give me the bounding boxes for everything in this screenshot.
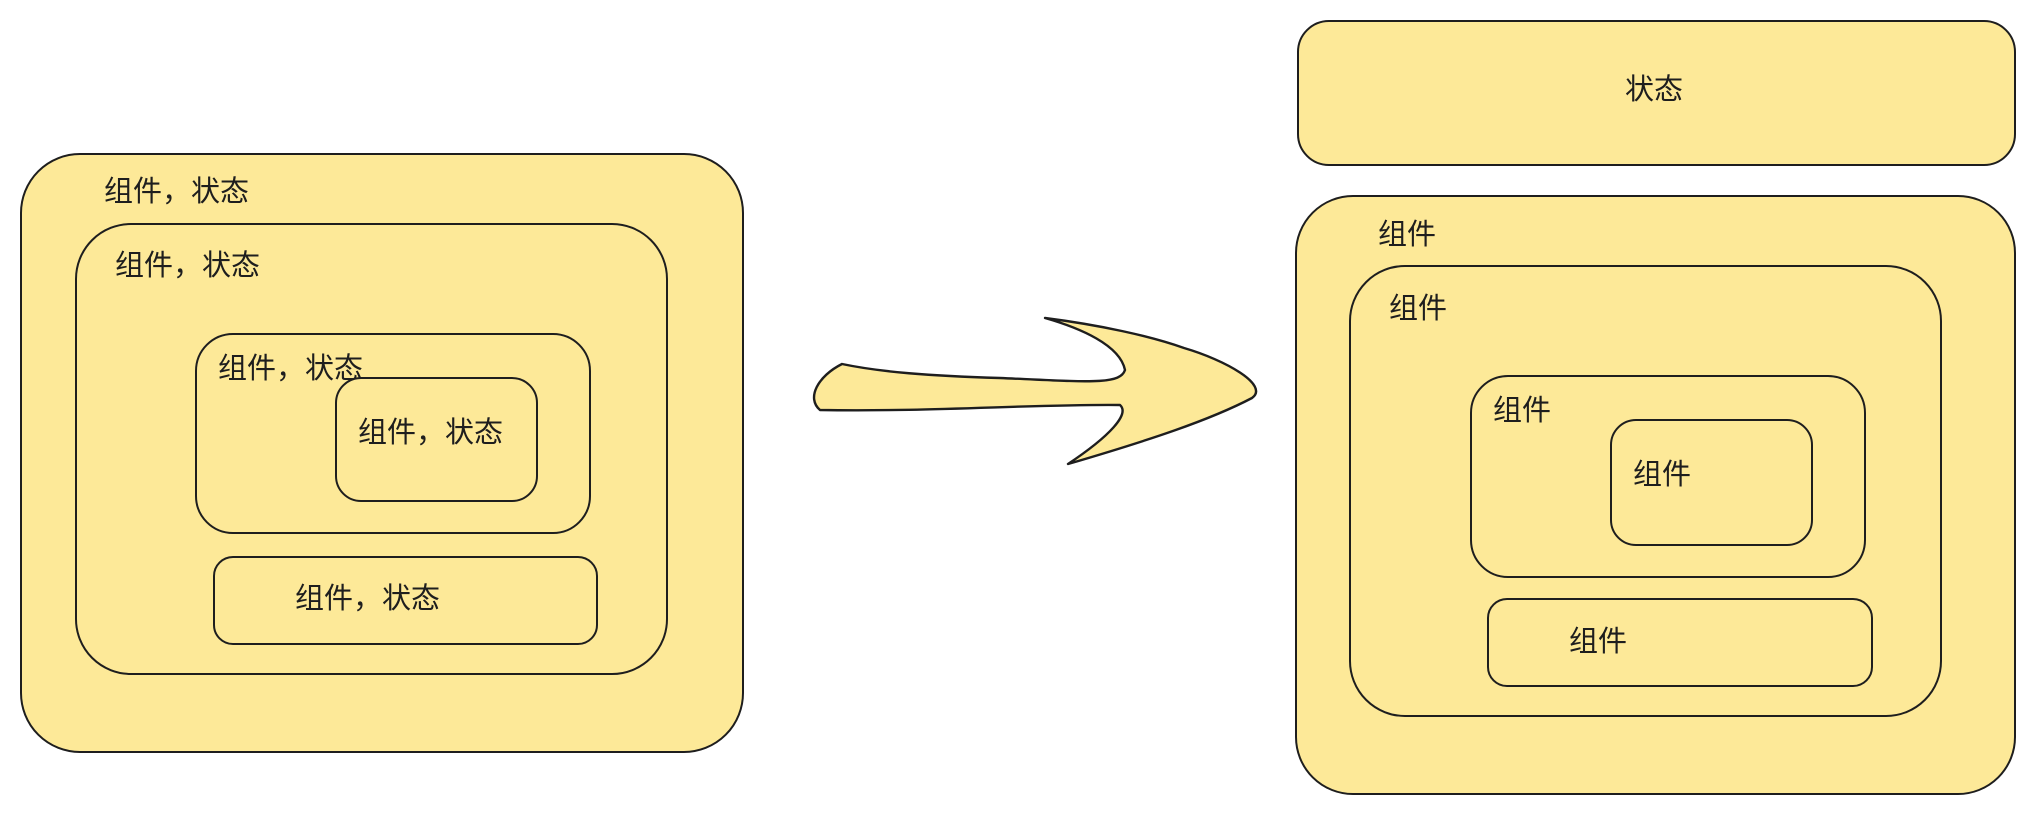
- right-bottom-label: 组件: [1569, 624, 1628, 658]
- right-level4-label: 组件: [1633, 457, 1692, 491]
- left-bottom-box: [213, 556, 598, 645]
- right-bottom-box: [1487, 598, 1873, 687]
- arrow-shape: [812, 316, 1258, 466]
- left-level4-box: [335, 377, 538, 502]
- right-level4-box: [1610, 419, 1813, 546]
- right-state-box: [1297, 20, 2016, 166]
- right-outer-label: 组件: [1378, 217, 1437, 251]
- left-bottom-label: 组件，状态: [295, 581, 441, 615]
- left-outer-label: 组件，状态: [104, 174, 250, 208]
- left-level2-label: 组件，状态: [115, 248, 261, 282]
- right-state-label: 状态: [1625, 72, 1684, 106]
- right-level3-label: 组件: [1493, 393, 1552, 427]
- right-level2-label: 组件: [1389, 291, 1448, 325]
- left-level3-label: 组件，状态: [218, 351, 364, 385]
- left-level4-label: 组件，状态: [358, 415, 504, 449]
